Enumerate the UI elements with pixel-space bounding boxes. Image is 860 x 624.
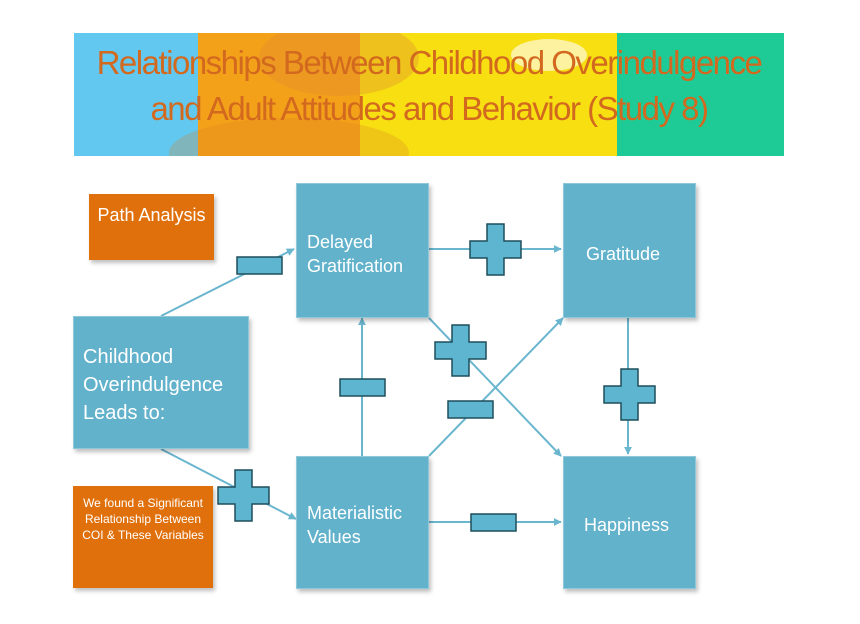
minus-sign-coi-delayed [237, 257, 282, 274]
plus-sign-delayed-happiness [435, 325, 486, 376]
minus-sign-materialistic-delayed [340, 379, 385, 396]
plus-sign-gratitude-happiness [604, 369, 655, 420]
plus-sign-delayed-gratitude [470, 224, 521, 275]
minus-sign-materialistic-gratitude [448, 401, 493, 418]
plus-sign-coi-materialistic [218, 470, 269, 521]
minus-sign-materialistic-happiness [471, 514, 516, 531]
